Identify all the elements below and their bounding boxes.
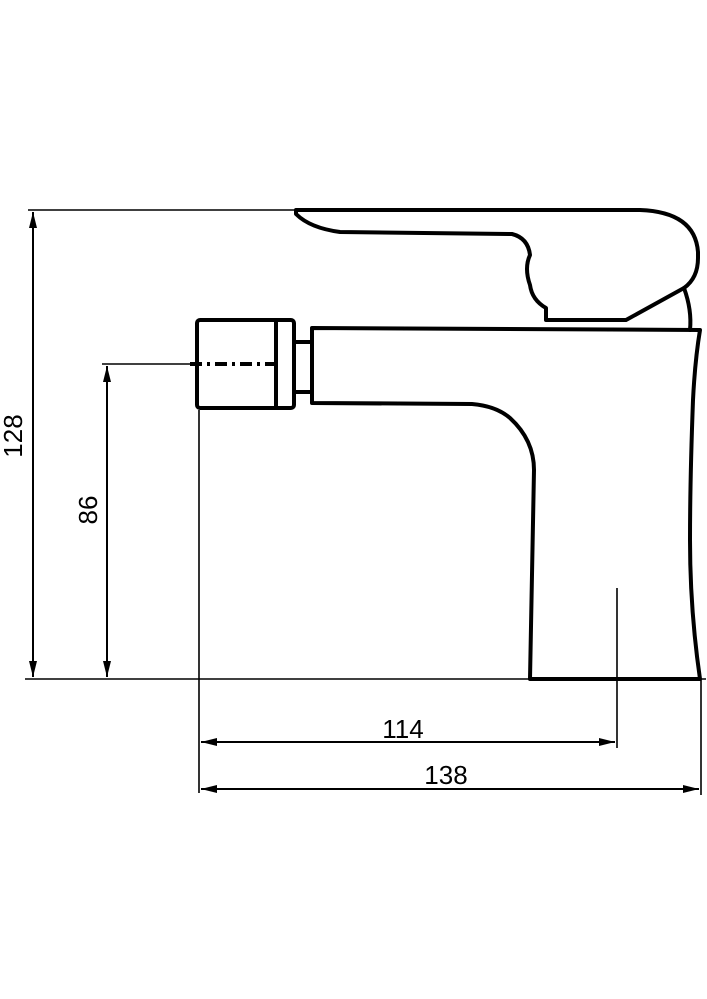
lever-shank (682, 286, 693, 332)
nozzle-connector (292, 340, 314, 394)
faucet-outline (190, 208, 702, 681)
total-length-label: 138 (424, 760, 467, 790)
outlet-height-label: 86 (73, 496, 103, 525)
dimension-outlet-height: 86 (73, 363, 190, 677)
spout-reach-label: 114 (382, 714, 423, 744)
mixer-body (310, 326, 702, 681)
dimension-total-height: 128 (0, 209, 296, 677)
dimension-spout-reach: 114 (201, 714, 615, 746)
lever-handle (294, 208, 700, 322)
dimension-total-length: 138 (201, 760, 699, 793)
total-height-label: 128 (0, 414, 28, 457)
